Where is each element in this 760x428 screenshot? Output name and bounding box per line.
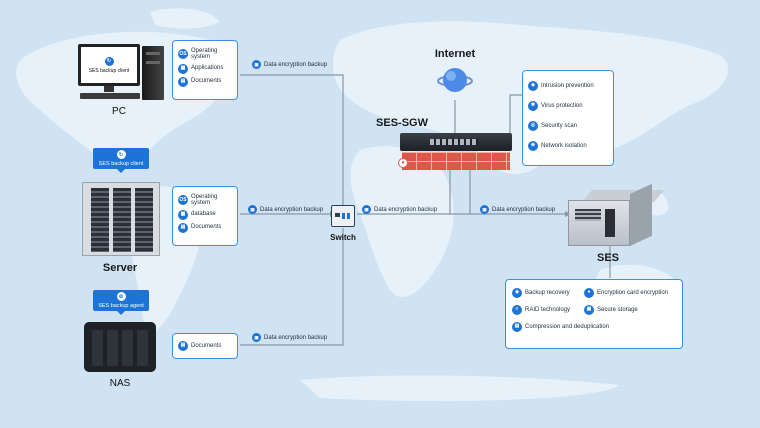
network-icon: ⊕ bbox=[528, 141, 538, 151]
ses-feature-4: ▤Compression and deduplication bbox=[512, 322, 682, 332]
server-rack bbox=[82, 182, 160, 256]
firewall-icon bbox=[402, 152, 510, 170]
sgw-feature-1: ✱Virus protection bbox=[528, 101, 608, 111]
pc-feature-1: ▦Applications bbox=[178, 63, 232, 74]
lock-icon: ▣ bbox=[362, 205, 371, 214]
lock-icon: ▣ bbox=[480, 205, 489, 214]
pc-label: PC bbox=[112, 106, 126, 117]
shield-icon: ◈ bbox=[528, 81, 538, 91]
nas-device bbox=[84, 322, 156, 372]
database-icon: ▦ bbox=[178, 209, 188, 220]
ses-appliance bbox=[568, 183, 665, 246]
pc-tower bbox=[142, 46, 164, 100]
sgw-feature-3: ⊕Network isolation bbox=[528, 141, 608, 151]
document-icon: ▤ bbox=[178, 76, 188, 87]
apps-icon: ▦ bbox=[178, 63, 188, 74]
backup-client-icon: ↻ bbox=[104, 56, 114, 66]
ses-feature-3: ▣Secure storage bbox=[584, 305, 682, 315]
lock-icon: ▣ bbox=[248, 205, 257, 214]
server-callout: ↻ SES backup client bbox=[93, 148, 149, 173]
compression-icon: ▤ bbox=[512, 322, 522, 332]
internet-globe-icon bbox=[437, 68, 473, 92]
nas-feature-0: ▤Documents bbox=[178, 341, 232, 351]
storage-icon: ▣ bbox=[584, 305, 594, 315]
sgw-appliance bbox=[400, 133, 512, 151]
document-icon: ▤ bbox=[178, 341, 188, 351]
scan-icon: ◎ bbox=[528, 121, 538, 131]
backup-client-icon: ↻ bbox=[116, 150, 126, 159]
backup-icon: ◆ bbox=[512, 288, 522, 298]
server-feature-2: ▤Documents bbox=[178, 222, 232, 233]
ses-feature-1: ●Encryption card encryption bbox=[584, 288, 682, 298]
ses-feature-2: ≡RAID technology bbox=[512, 305, 580, 315]
os-icon: OS bbox=[178, 49, 188, 60]
pc-stand bbox=[104, 86, 114, 92]
virus-icon: ✱ bbox=[528, 101, 538, 111]
ses-feature-0: ◆Backup recovery bbox=[512, 288, 580, 298]
raid-icon: ≡ bbox=[512, 305, 522, 315]
sgw-feature-2: ◎Security scan bbox=[528, 121, 608, 131]
nas-label: NAS bbox=[109, 378, 131, 389]
ses-label: SES bbox=[596, 252, 619, 264]
nas-feature-box: ▤Documents bbox=[172, 333, 238, 359]
document-icon: ▤ bbox=[178, 222, 188, 233]
sgw-feature-box: ◈Intrusion prevention ✱Virus protection … bbox=[522, 70, 614, 166]
link-label-pc: ▣Data encryption backup bbox=[252, 60, 327, 69]
os-icon: OS bbox=[178, 195, 188, 206]
fire-icon: ♦ bbox=[398, 158, 408, 168]
lock-icon: ▣ bbox=[252, 60, 261, 69]
server-label: Server bbox=[102, 262, 138, 274]
pc-monitor: ↻ SES backup client bbox=[78, 44, 140, 86]
lock-icon: ● bbox=[584, 288, 594, 298]
sgw-label: SES-SGW bbox=[376, 117, 428, 129]
nas-callout: ⚙ SES backup agent bbox=[93, 290, 149, 315]
pc-keyboard bbox=[80, 93, 140, 99]
link-label-server: ▣Data encryption backup bbox=[248, 205, 323, 214]
server-feature-1: ▦database bbox=[178, 209, 232, 220]
pc-screen-text: SES backup client bbox=[88, 67, 130, 74]
ses-feature-box: ◆Backup recovery ●Encryption card encryp… bbox=[505, 279, 683, 349]
pc-feature-2: ▤Documents bbox=[178, 76, 232, 87]
switch-device bbox=[331, 205, 355, 227]
backup-agent-icon: ⚙ bbox=[116, 292, 126, 301]
link-label-nas: ▣Data encryption backup bbox=[252, 333, 327, 342]
sgw-feature-0: ◈Intrusion prevention bbox=[528, 81, 608, 91]
lock-icon: ▣ bbox=[252, 333, 261, 342]
pc-device: ↻ SES backup client bbox=[78, 44, 166, 102]
internet-label: Internet bbox=[434, 48, 476, 60]
link-label-ses-in: ▣Data encryption backup bbox=[480, 205, 555, 214]
switch-label: Switch bbox=[330, 233, 356, 242]
link-label-switch-out: ▣Data encryption backup bbox=[362, 205, 437, 214]
